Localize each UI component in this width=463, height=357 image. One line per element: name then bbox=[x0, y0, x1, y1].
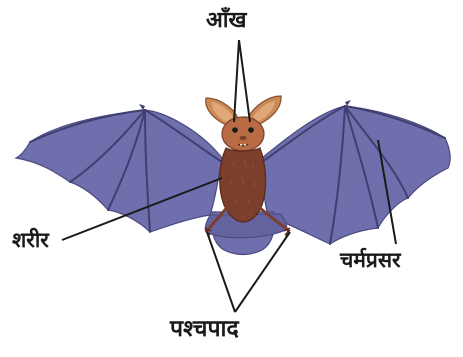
left-eye bbox=[232, 127, 238, 133]
eye-pointer-right bbox=[239, 40, 250, 122]
label-membrane: चर्मप्रसर bbox=[340, 250, 401, 271]
label-hind-limbs: पश्चपाद bbox=[170, 318, 239, 341]
eye-pointer-left bbox=[234, 40, 239, 122]
left-wing-membrane bbox=[16, 110, 222, 232]
right-thumb-claw bbox=[345, 100, 351, 106]
label-body: शरीर bbox=[12, 230, 49, 251]
bat-body bbox=[220, 148, 266, 222]
right-eye bbox=[248, 127, 254, 133]
right-wing-membrane bbox=[262, 106, 450, 244]
label-eye: आँख bbox=[206, 10, 246, 32]
